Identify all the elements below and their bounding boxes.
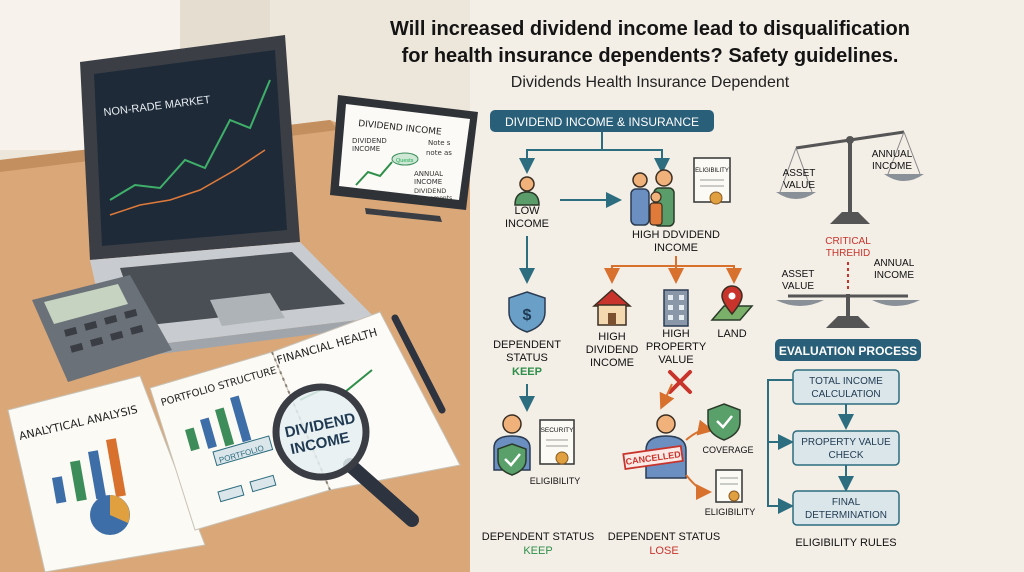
bottom-right-result: LOSE bbox=[649, 545, 678, 557]
calculator bbox=[32, 275, 172, 382]
eligibility-document-icon: ELIGIBILITY bbox=[693, 157, 731, 205]
scale-label: ASSET bbox=[783, 168, 816, 179]
bottom-left-status: DEPENDENT STATUS bbox=[482, 531, 594, 543]
category-label: LAND bbox=[717, 328, 746, 340]
step-property-value bbox=[792, 430, 900, 466]
flow-banner-text: DIVIDEND INCOME & INSURANCE bbox=[505, 115, 699, 129]
page-title-line2: for health insurance dependents? Safety … bbox=[401, 45, 899, 67]
category-label: HIGH bbox=[598, 331, 626, 343]
flow-banner bbox=[490, 110, 714, 132]
security-document-icon: SECURITY bbox=[539, 419, 575, 465]
analysis-sheet: ANALYTICAL ANALYSIS bbox=[7, 375, 206, 572]
high-income-label: HIGH DDVIDEND bbox=[632, 229, 720, 241]
tablet-note: INCOME bbox=[414, 178, 442, 186]
low-income-label: LOW bbox=[514, 205, 540, 217]
balance-scale-icon bbox=[776, 130, 924, 224]
high-income-label: INCOME bbox=[654, 242, 698, 254]
land-pin-icon bbox=[710, 285, 754, 321]
bottom-left-result: KEEP bbox=[523, 545, 552, 557]
step-label: FINAL bbox=[832, 497, 861, 508]
low-income-person-icon bbox=[514, 176, 540, 206]
eligibility-right-label: ELIGIBILITY bbox=[705, 507, 756, 517]
keep-person-icon bbox=[493, 414, 531, 476]
critical-threshold-label: THREHID bbox=[826, 248, 870, 259]
low-income-label: INCOME bbox=[505, 218, 549, 230]
scale-label: INCOME bbox=[874, 270, 914, 281]
evaluation-process: EVALUATION PROCESS TOTAL INCOME CALCULAT… bbox=[767, 339, 921, 549]
step-label: CALCULATION bbox=[811, 389, 880, 400]
bottom-right-status: DEPENDENT STATUS bbox=[608, 531, 720, 543]
coverage-shield-icon bbox=[707, 403, 741, 441]
category-label: INCOME bbox=[590, 357, 634, 369]
scale-label: INCOME bbox=[872, 161, 912, 172]
tablet-note: note as bbox=[426, 149, 452, 157]
critical-threshold-label: CRITICAL bbox=[825, 236, 871, 247]
house-icon bbox=[592, 288, 632, 326]
evaluation-banner bbox=[775, 339, 921, 361]
step-label: PROPERTY VALUE bbox=[801, 437, 891, 448]
svg-text:$: $ bbox=[523, 307, 532, 324]
tablet-item: INCOME bbox=[352, 145, 380, 153]
reject-x-icon bbox=[668, 370, 692, 394]
scale-label: VALUE bbox=[783, 180, 815, 191]
family-icon bbox=[630, 169, 675, 227]
page-title-line1: Will increased dividend income lead to d… bbox=[390, 18, 910, 40]
magnifier: DIVIDEND INCOME bbox=[272, 383, 419, 527]
step-label: TOTAL INCOME bbox=[809, 376, 883, 387]
category-label: HIGH bbox=[662, 328, 690, 340]
security-label: SECURITY bbox=[541, 427, 575, 434]
tablet-note: docsnements bbox=[412, 195, 452, 202]
flow-diagram: DIVIDEND INCOME & INSURANCE LOW INCOME E… bbox=[482, 110, 756, 557]
dependent-status-label: STATUS bbox=[506, 352, 548, 364]
tablet-note: Note s bbox=[428, 139, 451, 147]
keep-label: KEEP bbox=[512, 366, 542, 378]
scales-section: ASSET VALUE ANNUAL INCOME CRITICAL THREH… bbox=[776, 130, 924, 328]
scale-label: ASSET bbox=[782, 269, 815, 280]
tablet: DIVIDEND INCOME DIVIDEND INCOME Quests N… bbox=[330, 95, 478, 222]
tablet-bubble: Quests bbox=[396, 158, 414, 164]
eligibility-document-label: ELIGIBILITY bbox=[695, 168, 729, 174]
desk-scene: NON-RADE MARKET DIVIDEND INCOME DIVIDEND… bbox=[0, 0, 478, 572]
step-label: CHECK bbox=[828, 450, 863, 461]
coverage-label: COVERAGE bbox=[702, 445, 753, 455]
scale-label: ANNUAL bbox=[874, 258, 915, 269]
step-final-determination bbox=[792, 490, 900, 526]
building-icon bbox=[663, 289, 689, 327]
balance-scale-icon bbox=[776, 294, 920, 328]
laptop: NON-RADE MARKET bbox=[80, 35, 378, 360]
dependent-status-label: DEPENDENT bbox=[493, 339, 561, 351]
scale-label: VALUE bbox=[782, 281, 814, 292]
page-subtitle: Dividends Health Insurance Dependent bbox=[510, 74, 790, 91]
cancelled-stamp: CANCELLED bbox=[622, 445, 684, 470]
category-label: DIVIDEND bbox=[586, 344, 639, 356]
tablet-note: ANNUAL bbox=[414, 170, 443, 178]
tablet-item: DIVIDEND bbox=[352, 137, 387, 145]
pen bbox=[391, 314, 446, 414]
step-label: DETERMINATION bbox=[805, 510, 887, 521]
eligibility-left-label: ELIGIBILITY bbox=[530, 476, 581, 486]
step-total-income bbox=[792, 369, 900, 405]
shield-dollar-icon: $ bbox=[508, 291, 546, 333]
evaluation-title: EVALUATION PROCESS bbox=[779, 344, 917, 358]
tablet-note: DIVIDEND bbox=[414, 187, 446, 195]
eligibility-certificate-icon bbox=[715, 469, 743, 503]
eligibility-rules-label: ELIGIBILITY RULES bbox=[795, 537, 896, 549]
category-label: VALUE bbox=[658, 354, 693, 366]
category-label: PROPERTY bbox=[646, 341, 707, 353]
scale-label: ANNUAL bbox=[872, 149, 913, 160]
